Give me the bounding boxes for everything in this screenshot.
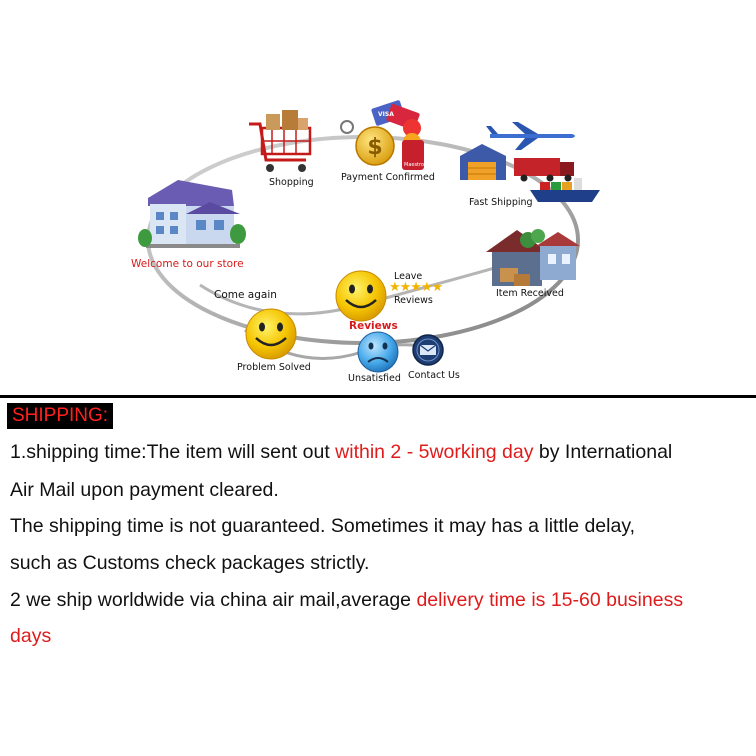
reviews-smiley-icon [335,270,387,322]
line5-text-a: 2 we ship worldwide via china air mail,a… [10,589,417,611]
label-shopping: Shopping [269,177,314,188]
shipping-line-2: Air Mail upon payment cleared. [10,479,279,501]
shipping-line-6: days [10,625,52,647]
warehouse-icon [460,144,506,180]
label-contact-us: Contact Us [408,370,460,381]
svg-text:Maestro: Maestro [404,162,424,168]
shipping-line-1: 1.shipping time:The item will sent out w… [10,441,672,464]
store-house-icon [138,180,246,248]
shipping-line-5: 2 we ship worldwide via china air mail,a… [10,589,683,612]
line1-text-b: by International [533,441,673,463]
label-unsatisfied: Unsatisfied [348,373,401,384]
shipping-line-3: The shipping time is not guaranteed. Som… [10,515,636,537]
label-come-again: Come again [214,289,277,301]
label-reviews-small: Reviews [394,295,433,306]
label-leave: Leave [394,271,423,282]
label-problem-solved: Problem Solved [237,362,311,373]
contact-us-icon [412,334,444,366]
svg-text:VISA: VISA [378,111,394,118]
item-received-icon [486,229,580,286]
unsatisfied-face-icon [357,331,399,373]
problem-solved-smiley-icon [245,308,297,360]
cargo-ship-icon [530,178,600,202]
shipping-line-4: such as Customs check packages strictly. [10,552,370,574]
shopping-process-diagram: VISA Maestro $ [131,100,600,384]
label-reviews: Reviews [349,320,398,332]
svg-text:$: $ [367,135,382,160]
shopping-cart-icon [249,110,312,172]
truck-icon [514,158,574,182]
label-welcome: Welcome to our store [131,258,244,270]
line1-text-a: 1.shipping time:The item will sent out [10,441,336,463]
section-divider [0,395,756,398]
payment-icon: VISA Maestro $ [340,100,424,170]
review-stars: ★★★★★ [389,280,443,295]
label-item-received: Item Received [496,288,564,299]
label-payment-confirmed: Payment Confirmed [341,172,435,183]
shipping-title: SHIPPING: [7,403,114,429]
line1-highlight: within 2 - 5working day [335,441,534,463]
line5-highlight: delivery time is 15-60 business [416,589,684,611]
airplane-icon [486,122,575,150]
label-fast-shipping: Fast Shipping [469,197,533,208]
